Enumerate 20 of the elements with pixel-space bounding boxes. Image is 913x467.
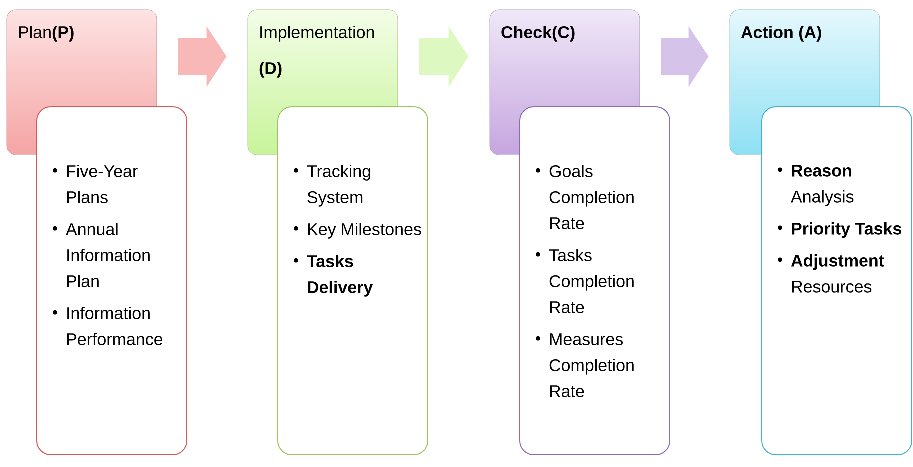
- heading: Check(C): [502, 26, 575, 42]
- bullet-item: Adjustment Resources: [778, 254, 884, 293]
- bullet-item: Key Milestones: [294, 223, 422, 239]
- bullet-item: Tracking System: [294, 165, 370, 207]
- heading: Action (A): [741, 26, 822, 42]
- heading: Implementation (D): [260, 26, 374, 78]
- heading: Plan(P): [19, 26, 74, 42]
- bullet-item: Reason Analysis: [778, 165, 854, 206]
- bullet-item: Tasks Completion Rate: [536, 249, 634, 314]
- bullet-item: Goals Completion Rate: [536, 165, 634, 230]
- bullet-item: Tasks Delivery: [294, 255, 374, 297]
- list-box: [762, 106, 912, 456]
- bullet-item: Priority Tasks: [778, 222, 902, 238]
- bullet-item: Annual Information Plan: [53, 223, 150, 288]
- list-box: [520, 106, 670, 456]
- bullet-item: Five-Year Plans: [53, 165, 138, 204]
- bullet-item: Measures Completion Rate: [536, 334, 634, 398]
- list-box: [278, 106, 428, 456]
- list-box: [36, 106, 188, 456]
- bullet-item: Information Performance: [53, 307, 163, 346]
